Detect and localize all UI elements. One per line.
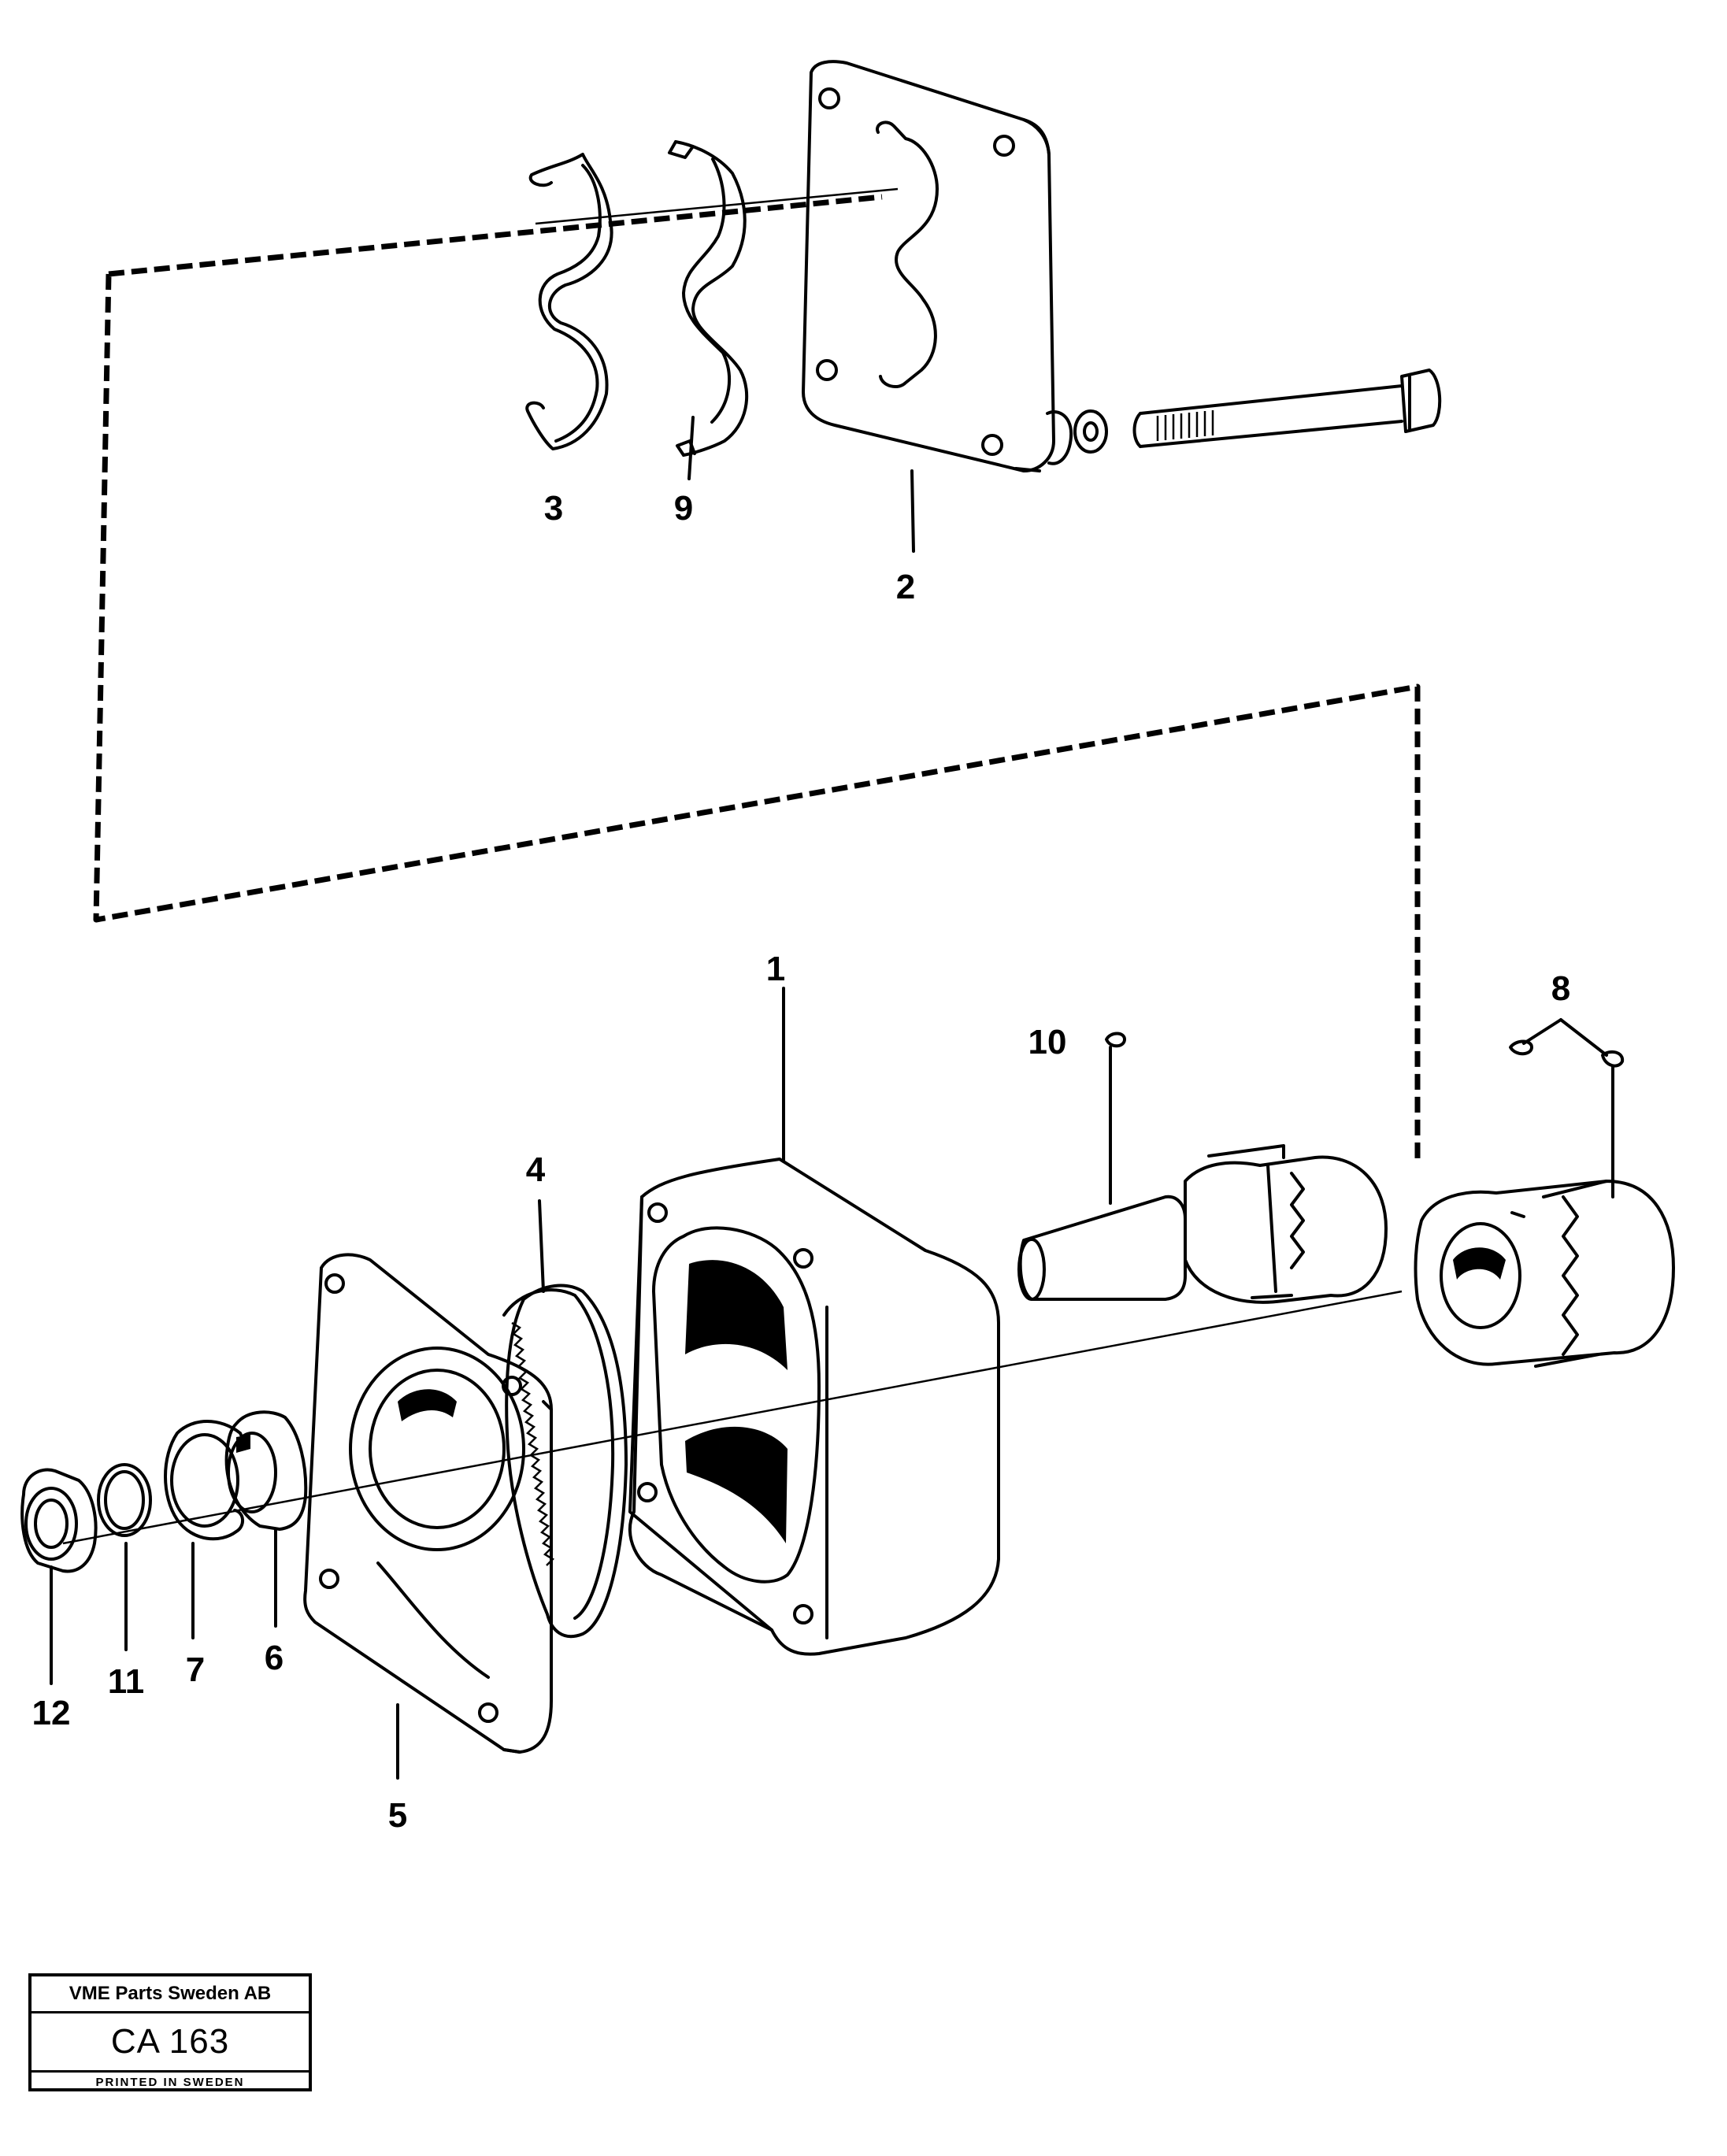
callout-6: 6 xyxy=(265,1639,284,1677)
callout-8: 8 xyxy=(1551,969,1570,1008)
drive-shaft-10 xyxy=(1018,1195,1187,1301)
callout-11: 11 xyxy=(108,1662,145,1701)
callout-9: 9 xyxy=(674,489,693,528)
callout-3: 3 xyxy=(544,489,563,528)
spring-clip-9 xyxy=(668,140,749,457)
callout-4: 4 xyxy=(526,1150,546,1189)
callout-2: 2 xyxy=(896,568,915,606)
gasket-4 xyxy=(505,1284,628,1639)
printed-in: PRINTED IN SWEDEN xyxy=(95,2076,245,2089)
circlip-7 xyxy=(164,1420,247,1541)
nut-12 xyxy=(20,1468,98,1573)
pump-housing-1 xyxy=(628,1158,1000,1656)
retaining-clip-3 xyxy=(525,153,613,450)
gear-8 xyxy=(1414,1180,1675,1366)
callout-7: 7 xyxy=(186,1650,205,1689)
cover-plate-2-edge xyxy=(1014,118,1051,472)
drawing-code: CA 163 xyxy=(32,2013,309,2073)
o-ring-11 xyxy=(97,1463,152,1537)
cover-plate-2 xyxy=(802,60,1055,472)
bolt xyxy=(1132,369,1442,448)
retaining-clip-3-inner xyxy=(538,164,602,443)
callout-1: 1 xyxy=(766,950,785,988)
callout-10: 10 xyxy=(1028,1023,1067,1061)
assembly-dashed-outline xyxy=(93,194,1421,1164)
washer xyxy=(1073,409,1108,454)
company-name: VME Parts Sweden AB xyxy=(32,1976,309,2013)
lock-washer xyxy=(1046,410,1073,465)
spring-clip-9-inner xyxy=(682,157,732,424)
title-block: VME Parts Sweden AB CA 163 PRINTED IN SW… xyxy=(28,1973,312,2091)
seal-holder-6 xyxy=(224,1410,308,1531)
callout-5: 5 xyxy=(388,1796,407,1835)
upper-axis-line xyxy=(535,187,899,225)
shaft-gear xyxy=(1184,1155,1388,1304)
callout-12: 12 xyxy=(32,1694,71,1732)
lower-axis-line xyxy=(62,1290,1403,1545)
